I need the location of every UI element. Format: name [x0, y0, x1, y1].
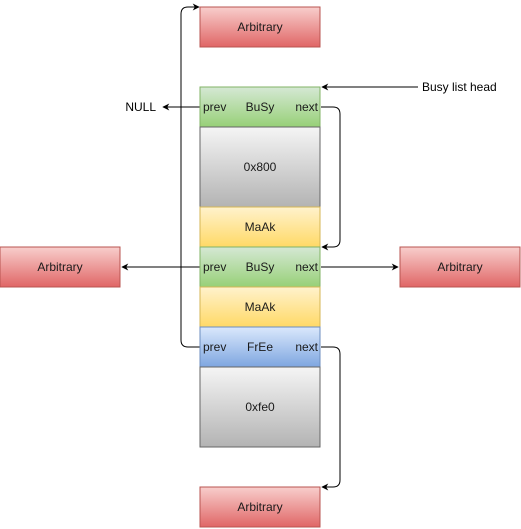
- chunk2-prev-label: prev: [203, 260, 226, 274]
- chunk1-tag-label: BuSy: [246, 100, 275, 114]
- chunk2-next-label: next: [295, 260, 318, 274]
- arbitrary-bottom-label: Arbitrary: [237, 500, 282, 514]
- arbitrary-bottom-box: Arbitrary: [199, 486, 321, 528]
- chunk1-header: prev BuSy next: [199, 86, 321, 128]
- chunk3-tag-label: FrEe: [247, 340, 273, 354]
- free-next-to-bottom-arbitrary-edge: [321, 346, 341, 491]
- chunk3-prev-label: prev: [203, 340, 226, 354]
- chunk2-header: prev BuSy next: [199, 246, 321, 288]
- chunk2-footer-box: MaAk: [199, 286, 321, 328]
- chunk2-footer-label: MaAk: [245, 300, 277, 314]
- chunk1-prev-label: prev: [203, 100, 226, 114]
- arbitrary-right-label: Arbitrary: [437, 260, 482, 274]
- chunk1-next-to-chunk2-edge: [321, 106, 341, 251]
- chunk3-header: prev FrEe next: [199, 326, 321, 368]
- chunk2-tag-label: BuSy: [246, 260, 275, 274]
- chunk1-footer-label: MaAk: [245, 220, 277, 234]
- chunk1-size-label: 0x800: [244, 160, 277, 174]
- arbitrary-top-label: Arbitrary: [237, 20, 282, 34]
- chunk3-size-box: 0xfe0: [199, 366, 321, 448]
- free-prev-to-top-arbitrary-edge: [180, 3, 200, 348]
- arbitrary-top-box: Arbitrary: [199, 6, 321, 48]
- edges: [121, 3, 418, 491]
- chunk1-next-label: next: [295, 100, 318, 114]
- arbitrary-right-box: Arbitrary: [399, 246, 521, 288]
- busy-list-head-label: Busy list head: [422, 80, 497, 94]
- chunk1-size-box: 0x800: [199, 126, 321, 208]
- null-label: NULL: [125, 100, 156, 114]
- arbitrary-left-box: Arbitrary: [0, 246, 121, 288]
- chunk1-footer-box: MaAk: [199, 206, 321, 248]
- chunk3-size-label: 0xfe0: [245, 400, 275, 414]
- chunk3-next-label: next: [295, 340, 318, 354]
- arbitrary-left-label: Arbitrary: [37, 260, 82, 274]
